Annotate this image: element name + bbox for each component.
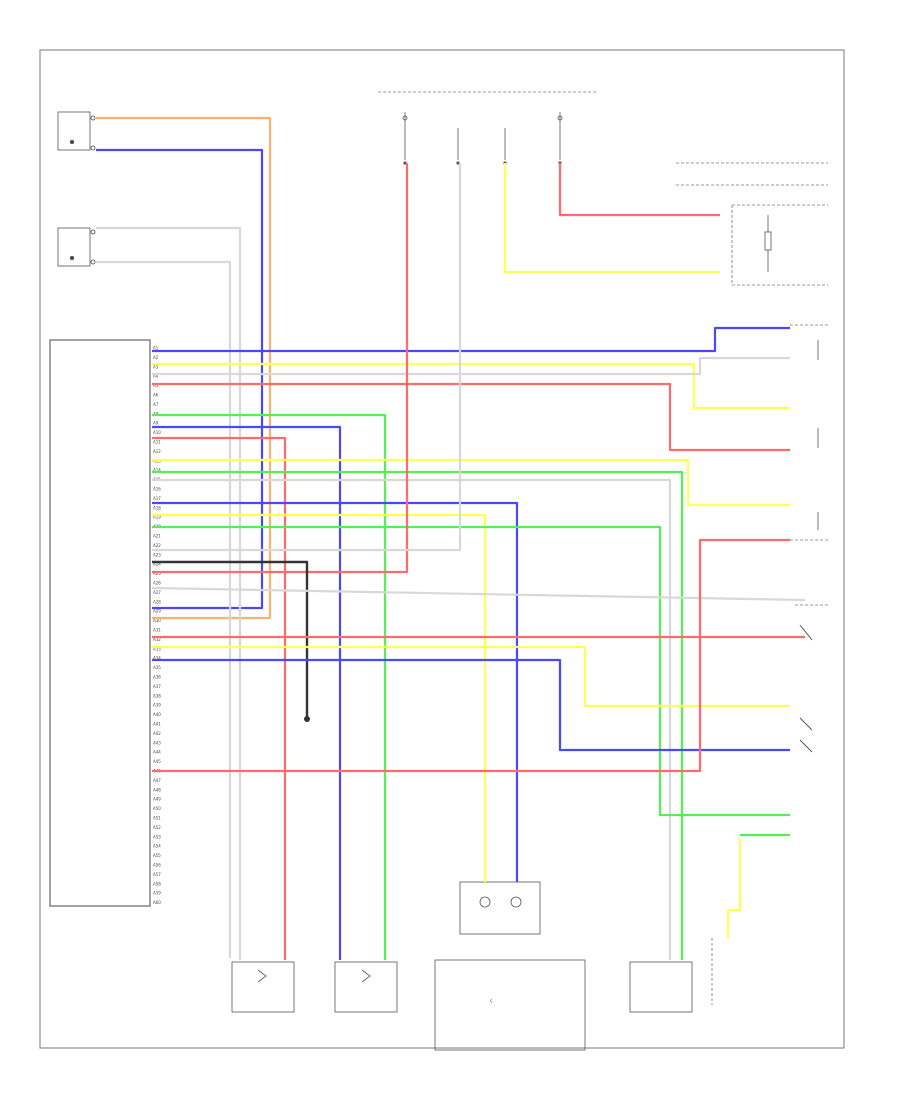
connector-pin: A33 <box>153 646 161 651</box>
wire-blu <box>152 658 790 752</box>
connector-pin: A23 <box>153 552 161 557</box>
wire-yel <box>726 838 742 938</box>
connector-pin: A34 <box>153 656 161 661</box>
driver-seat-belt-pretensioner <box>231 961 295 1013</box>
passenger-seat-belt-pretensioner <box>334 961 398 1013</box>
wire-wht <box>96 260 232 958</box>
wire-red <box>152 538 790 773</box>
wire-yel <box>152 513 487 882</box>
connector-pin: A21 <box>153 534 161 539</box>
connector-pin: A49 <box>153 797 161 802</box>
connector-pin: A60 <box>153 900 161 905</box>
connector-pin: A50 <box>153 806 161 811</box>
wire-blu <box>96 148 264 610</box>
wire-red <box>152 163 409 574</box>
connector-pin: A5 <box>153 383 159 388</box>
wire-blu <box>152 425 342 960</box>
connector-pin: A54 <box>153 844 161 849</box>
driver-side-impact-sensor <box>57 111 96 151</box>
connector-pin: A47 <box>153 778 161 783</box>
passenger-side-impact-sensor <box>57 227 96 267</box>
connector-pin: A29 <box>153 609 161 614</box>
diagram-frame <box>39 49 845 1049</box>
wire-red <box>558 163 720 217</box>
connector-pin: A16 <box>153 487 161 492</box>
connector-pin: A52 <box>153 825 161 830</box>
wire-wht <box>152 478 672 960</box>
connector-pin: A2 <box>153 355 159 360</box>
connector-pin: A22 <box>153 543 161 548</box>
connector-pin: A27 <box>153 590 161 595</box>
connector-pin: A48 <box>153 787 161 792</box>
connector-pin: A36 <box>153 675 161 680</box>
wire-wht <box>151 586 806 602</box>
connector-pin: A3 <box>153 364 159 369</box>
connector-pin: A10 <box>153 430 161 435</box>
connector-pin: A18 <box>153 505 161 510</box>
srs-control-module <box>49 339 151 907</box>
connector-pin: A35 <box>153 665 161 670</box>
connector-pin: A58 <box>153 881 161 886</box>
wire-yel <box>152 458 790 507</box>
driver-airbag-connector: ς <box>434 881 586 1051</box>
wire-grn <box>152 413 387 960</box>
wire-harness <box>96 116 806 960</box>
connector-pin: A8 <box>153 411 159 416</box>
wire-wht <box>152 163 462 552</box>
connector-pin: A45 <box>153 759 161 764</box>
fuse-block <box>378 91 598 165</box>
connector-pin: A42 <box>153 731 161 736</box>
svg-text:ς: ς <box>490 999 493 1004</box>
wire-org <box>96 116 272 620</box>
right-resistor-block <box>676 162 828 286</box>
connector-pin: A6 <box>153 393 159 398</box>
wire-wht <box>152 356 790 376</box>
wire-blk <box>152 560 309 719</box>
wire-red <box>152 382 790 452</box>
connector-pin: A11 <box>153 440 161 445</box>
connector-pin: A37 <box>153 684 161 689</box>
connector-pin: A51 <box>153 816 161 821</box>
connector-pin: A40 <box>153 712 161 717</box>
right-switch-symbols <box>790 324 830 753</box>
wire-yel <box>152 645 790 708</box>
connector-pin: A57 <box>153 872 161 877</box>
connector-pin: A38 <box>153 693 161 698</box>
wire-yel <box>503 163 720 274</box>
connector-pin: A56 <box>153 863 161 868</box>
connector-pin-column: A1A2A3A4A5A6A7A8A9A10A11A12A13A14A15A16A… <box>153 346 161 906</box>
connector-pin: A44 <box>153 750 161 755</box>
wire-grn <box>152 470 684 960</box>
connector-pin: A41 <box>153 722 161 727</box>
connector-pin: A32 <box>153 637 161 642</box>
connector-pin: A24 <box>153 562 161 567</box>
wire-blu <box>152 326 790 353</box>
connector-pin: A9 <box>153 421 159 426</box>
wire-wht <box>96 226 242 960</box>
connector-pin: A30 <box>153 618 161 623</box>
connector-pin: A59 <box>153 891 161 896</box>
connector-pin: A28 <box>153 599 161 604</box>
connector-pin: A25 <box>153 571 161 576</box>
passenger-airbag-module <box>629 961 693 1013</box>
connector-pin: A1 <box>153 346 159 351</box>
connector-pin: A53 <box>153 834 161 839</box>
connector-pin: A14 <box>153 468 161 473</box>
wire-blu <box>152 501 519 882</box>
connector-pin: A31 <box>153 628 161 633</box>
connector-pin: A26 <box>153 581 161 586</box>
connector-pin: A17 <box>153 496 161 501</box>
connector-pin: A43 <box>153 740 161 745</box>
wire-yel <box>152 362 790 410</box>
connector-pin: A4 <box>153 374 159 379</box>
connector-pin: A19 <box>153 515 161 520</box>
connector-pin: A55 <box>153 853 161 858</box>
connector-pin: A7 <box>153 402 159 407</box>
connector-pin: A39 <box>153 703 161 708</box>
wire-red <box>152 436 287 960</box>
connector-pin: A12 <box>153 449 161 454</box>
